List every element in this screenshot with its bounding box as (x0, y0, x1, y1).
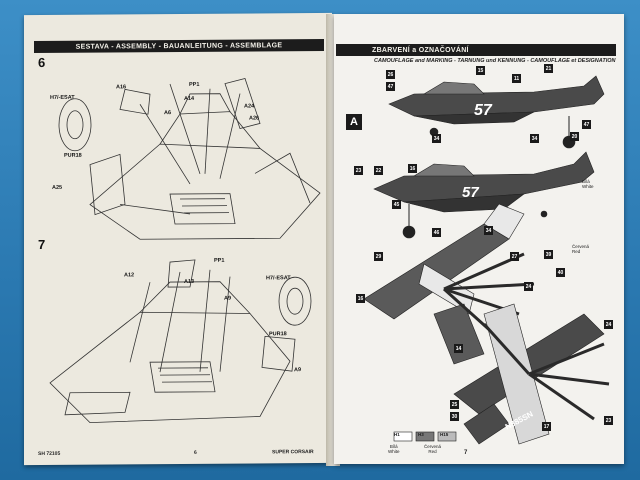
footer-code: SH 72105 (38, 450, 61, 457)
marking-page: ZBARVENÍ a OZNAČOVÁNÍ CAMOUFLAGE and MAR… (334, 14, 624, 464)
decal-number-tag: 47 (582, 120, 591, 129)
part-callout: A12 (124, 272, 135, 279)
decal-number-tag: 15 (476, 66, 485, 75)
gear-doors-diagram (49, 259, 312, 424)
decal-number-tag: 34 (484, 226, 493, 235)
decal-number-tag: 23 (354, 166, 363, 175)
legend-code: H3 (418, 432, 424, 437)
legend-code: H1 (394, 432, 400, 437)
section-label: A (346, 114, 362, 130)
part-callout: A6 (164, 110, 172, 117)
part-callout: A16 (116, 84, 127, 91)
decal-number-tag: 34 (432, 134, 441, 143)
decal-number-tag: 45 (392, 200, 401, 209)
part-callout: PUR18 (64, 152, 82, 159)
decal-number-tag: 25 (450, 400, 459, 409)
decal-number-tag: 29 (374, 252, 383, 261)
decal-number-tag: 16 (356, 294, 365, 303)
part-callout: A9 (294, 367, 302, 374)
decal-number-tag: 46 (432, 228, 441, 237)
decal-number-tag: 24 (524, 282, 533, 291)
page-number: 6 (194, 449, 197, 456)
marking-header: ZBARVENÍ a OZNAČOVÁNÍ (336, 44, 616, 56)
part-callout: PUR18 (269, 331, 287, 338)
page-number: 7 (464, 450, 468, 456)
race-number: 57 (474, 102, 492, 119)
part-callout: A9 (224, 295, 232, 302)
decal-number-tag: 11 (512, 74, 521, 83)
instruction-booklet: SESTAVA - ASSEMBLY - BAUANLEITUNG - ASSE… (8, 12, 626, 476)
decal-number-tag: 17 (542, 422, 551, 431)
race-number: 57 (462, 184, 479, 201)
decal-number-tag: 14 (454, 344, 463, 353)
decal-number-tag: 27 (510, 252, 519, 261)
marking-subheader: CAMOUFLAGE and MARKING - TARNUNG und KEN… (374, 58, 616, 64)
part-callout: PP1 (189, 81, 200, 88)
part-callout: A14 (184, 95, 195, 102)
decal-number-tag: 40 (556, 268, 565, 277)
part-callout: A25 (52, 184, 63, 191)
part-callout: A26 (249, 115, 260, 122)
part-callout: H7/-ESAT (50, 94, 75, 101)
decal-number-tag: 16 (408, 164, 417, 173)
decal-number-tag: 20 (570, 132, 579, 141)
decal-number-tag: 47 (386, 82, 395, 91)
part-callout: H7/-ESAT (266, 275, 291, 282)
assembly-header: SESTAVA - ASSEMBLY - BAUANLEITUNG - ASSE… (34, 38, 324, 54)
decal-number-tag: 22 (374, 166, 383, 175)
decal-number-tag: 26 (386, 70, 395, 79)
decal-number-tag: 23 (604, 416, 613, 425)
aircraft-profiles (363, 75, 610, 445)
part-callout: A24 (244, 103, 255, 110)
legend-code: H15 (440, 432, 449, 437)
landing-gear-diagram (58, 78, 321, 240)
part-callout: PP1 (214, 257, 225, 264)
decal-number-tag: 34 (530, 134, 539, 143)
decal-number-tag: 30 (450, 412, 459, 421)
footer-title: SUPER CORSAIR (272, 449, 314, 456)
assembly-page: SESTAVA - ASSEMBLY - BAUANLEITUNG - ASSE… (24, 12, 332, 466)
part-callout: A13 (184, 278, 195, 285)
decal-number-tag: 39 (544, 250, 553, 259)
decal-number-tag: 21 (544, 64, 553, 73)
decal-number-tag: 24 (604, 320, 613, 329)
